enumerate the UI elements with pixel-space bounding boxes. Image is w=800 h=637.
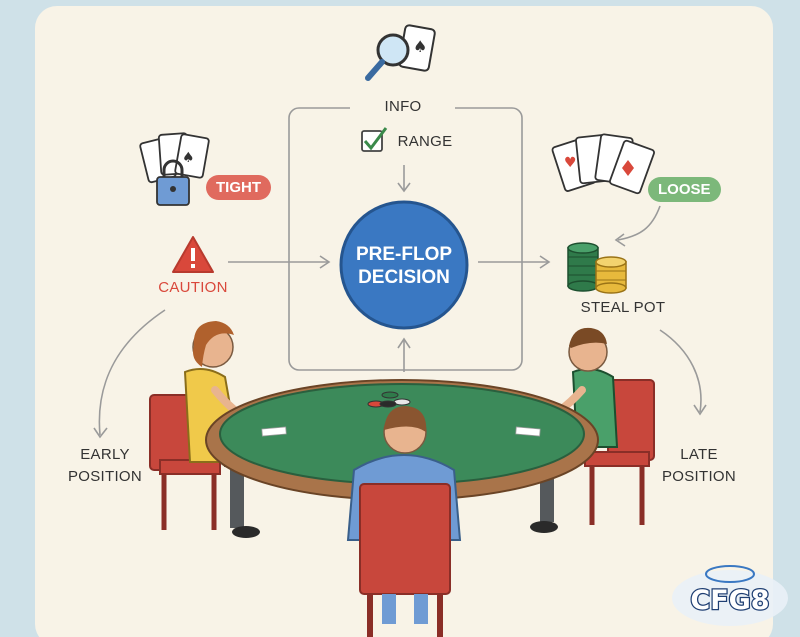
early-position-label: EARLY POSITION [58,444,152,488]
decision-line-2: DECISION [358,267,450,288]
early-line-2: POSITION [67,468,143,485]
late-position-label: LATE POSITION [652,444,746,488]
svg-text:♠: ♠ [182,150,195,166]
svg-text:♥: ♥ [564,155,577,171]
info-frame [288,107,523,371]
steal-pot-label: STEAL POT [580,299,666,316]
svg-text:♠: ♠ [413,37,427,56]
decision-line-1: PRE-FLOP [355,244,453,265]
caution-label: CAUTION [158,279,228,296]
late-line-1: LATE [680,446,718,463]
loose-tag: LOOSE [648,177,721,202]
flow-arrows [93,165,707,439]
svg-text:CFG8: CFG8 [690,585,769,616]
early-line-1: EARLY [80,446,130,463]
range-label: RANGE [397,133,453,150]
tight-tag: TIGHT [206,175,271,200]
lock-cards-icon: ♠ [139,132,210,206]
checkbox-icon [361,127,388,152]
decision-circle [339,200,469,330]
chip-stacks-icon [567,242,627,294]
magnifier-cards-icon: ♠ [365,24,436,81]
warning-icon [172,236,214,273]
info-label: INFO [384,98,422,115]
cfg8-logo: CFG8 [672,565,788,626]
late-line-2: POSITION [661,468,737,485]
fanned-cards-icon: ♥ [551,133,655,195]
poker-table-scene [149,321,655,637]
decision-text: PRE-FLOP DECISION [341,243,467,289]
